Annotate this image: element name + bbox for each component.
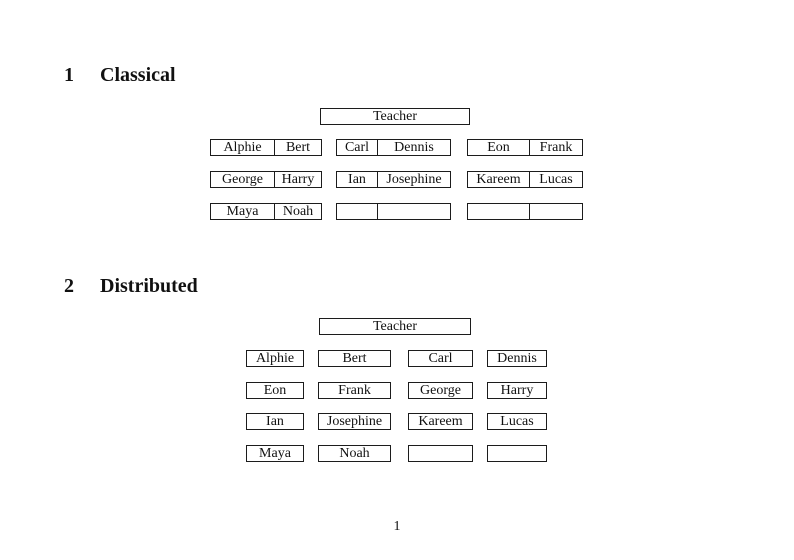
seat: Lucas bbox=[529, 172, 582, 187]
seat: Eon bbox=[487, 140, 510, 155]
section-heading-distributed: 2 Distributed bbox=[64, 275, 198, 297]
desk: Carl bbox=[408, 350, 473, 367]
section-title: Distributed bbox=[100, 275, 198, 297]
section-title: Classical bbox=[100, 64, 176, 86]
seat: Harry bbox=[274, 172, 321, 187]
seat: Josephine bbox=[377, 172, 450, 187]
desk bbox=[467, 203, 583, 220]
desk: Dennis bbox=[487, 350, 547, 367]
seat bbox=[337, 204, 377, 219]
section-number: 2 bbox=[64, 275, 74, 297]
section-heading-classical: 1 Classical bbox=[64, 64, 176, 86]
seat bbox=[377, 204, 450, 219]
desk: Maya bbox=[246, 445, 304, 462]
seat: Ian bbox=[348, 172, 366, 187]
section-number: 1 bbox=[64, 64, 74, 86]
desk: Alphie bbox=[246, 350, 304, 367]
teacher-desk: Teacher bbox=[320, 108, 470, 125]
desk: Maya Noah bbox=[210, 203, 322, 220]
seat bbox=[468, 204, 529, 219]
desk: Carl Dennis bbox=[336, 139, 451, 156]
desk: Kareem Lucas bbox=[467, 171, 583, 188]
desk: Eon Frank bbox=[467, 139, 583, 156]
seat: Bert bbox=[274, 140, 321, 155]
desk bbox=[408, 445, 473, 462]
page-number: 1 bbox=[393, 519, 401, 534]
seat: George bbox=[222, 172, 263, 187]
desk bbox=[336, 203, 451, 220]
desk: Ian Josephine bbox=[336, 171, 451, 188]
desk: George bbox=[408, 382, 473, 399]
seat: Maya bbox=[226, 204, 259, 219]
seat: Frank bbox=[529, 140, 582, 155]
seat bbox=[529, 204, 582, 219]
desk: Eon bbox=[246, 382, 304, 399]
desk: Kareem bbox=[408, 413, 473, 430]
teacher-desk: Teacher bbox=[319, 318, 471, 335]
desk: Frank bbox=[318, 382, 391, 399]
seat: Dennis bbox=[377, 140, 450, 155]
desk: Lucas bbox=[487, 413, 547, 430]
seat: Noah bbox=[274, 204, 321, 219]
desk: George Harry bbox=[210, 171, 322, 188]
seat: Alphie bbox=[223, 140, 262, 155]
desk: Noah bbox=[318, 445, 391, 462]
desk: Harry bbox=[487, 382, 547, 399]
seat: Kareem bbox=[476, 172, 521, 187]
desk: Alphie Bert bbox=[210, 139, 322, 156]
seat: Carl bbox=[344, 140, 370, 155]
desk: Josephine bbox=[318, 413, 391, 430]
desk: Ian bbox=[246, 413, 304, 430]
desk bbox=[487, 445, 547, 462]
desk: Bert bbox=[318, 350, 391, 367]
